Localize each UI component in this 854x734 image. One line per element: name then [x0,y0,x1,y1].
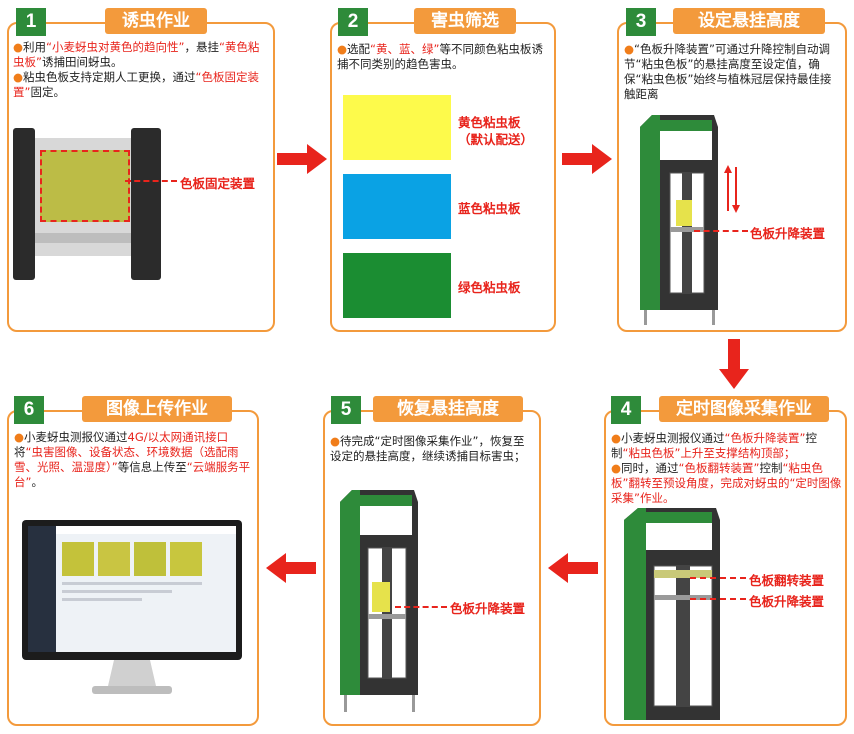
step-1-title: 诱虫作业 [105,8,207,34]
step-2-number: 2 [338,8,368,36]
arrow-1-to-2-icon [277,144,327,174]
step-1-label-leader [125,180,177,182]
yellow-sticky-board [40,150,130,222]
step-3-label: 色板升降装置 [750,226,826,241]
arrow-2-to-3-icon [562,144,612,174]
step-5-label-leader [395,606,447,608]
blue-board-label: 蓝色粘虫板 [458,201,521,216]
step-4-lift-leader [690,598,746,600]
plate-holder-illustration [13,128,165,280]
step-4-title: 定时图像采集作业 [659,396,829,422]
monitor-device-step4 [624,508,720,720]
arrow-3-to-4-icon [719,339,749,389]
step-3-description: ●“色板升降装置”可通过升降控制自动调节“粘虫色板”的悬挂高度至设定值，确保“粘… [624,42,832,101]
step-6-description: ●小麦蚜虫测报仪通过4G/以太网通讯接口将“虫害图像、设备状态、环境数据（选配雨… [14,430,251,489]
step-5-label: 色板升降装置 [450,601,526,616]
cloud-platform-monitor [22,520,242,700]
step-1-number: 1 [16,8,46,36]
arrow-4-to-5-icon [548,553,598,583]
yellow-board-label: 黄色粘虫板（默认配送） [458,115,534,147]
monitor-device-step5 [340,490,418,712]
step-5-number: 5 [331,396,361,424]
step-3-title: 设定悬挂高度 [673,8,825,34]
blue-board-swatch [343,174,451,239]
step-4-description: ●小麦蚜虫测报仪通过“色板升降装置”控制“粘虫色板”上升至支撑结构顶部； ●同时… [611,431,842,505]
step-4-lift-label: 色板升降装置 [749,594,825,609]
step-2-title: 害虫筛选 [414,8,516,34]
step-3-number: 3 [626,8,656,36]
step-6-number: 6 [14,396,44,424]
step-2-description: ●选配“黄、蓝、绿”等不同颜色粘虫板诱捕不同类别的趋色害虫。 [337,42,543,71]
step-1-label: 色板固定装置 [180,176,256,191]
step-4-flip-label: 色板翻转装置 [749,573,825,588]
step-1-description: ●利用“小麦蚜虫对黄色的趋向性”，悬挂“黄色粘虫板”诱捕田间蚜虫。 ●粘虫色板支… [13,40,260,99]
arrow-5-to-6-icon [266,553,316,583]
step-6-title: 图像上传作业 [82,396,232,422]
green-board-label: 绿色粘虫板 [458,280,521,295]
up-down-arrows-icon [724,165,740,213]
monitor-device-step3 [640,115,718,325]
step-4-flip-leader [690,577,746,579]
step-3-label-leader [694,230,748,232]
step-5-title: 恢复悬挂高度 [373,396,523,422]
step-5-description: ●待完成“定时图像采集作业”，恢复至设定的悬挂高度，继续诱捕目标害虫； [330,434,526,463]
step-4-number: 4 [611,396,641,424]
yellow-board-swatch [343,95,451,160]
green-board-swatch [343,253,451,318]
